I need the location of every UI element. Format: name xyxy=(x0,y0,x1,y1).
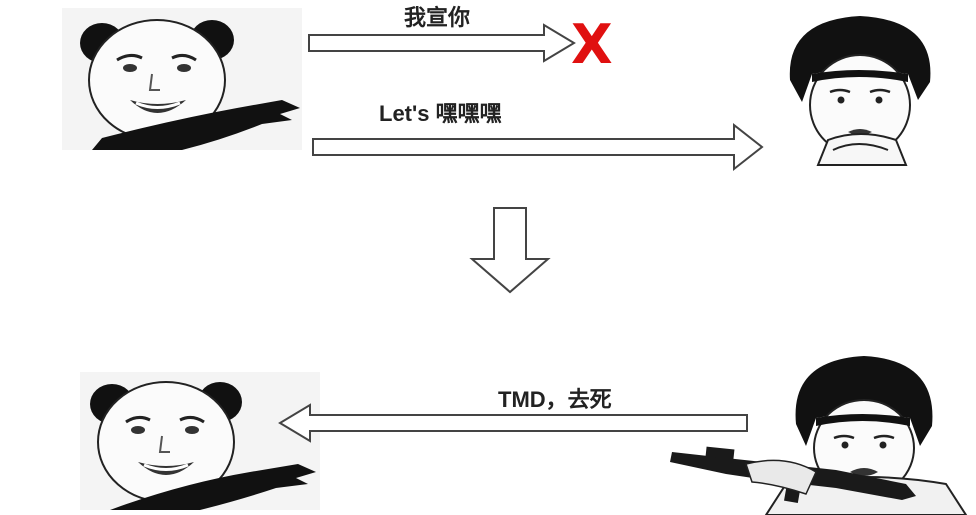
panda-meme-top-icon xyxy=(62,8,302,150)
bowl-cut-rifle-meme-icon xyxy=(670,356,968,515)
middle-arrow-label: Let's 嘿嘿嘿 xyxy=(379,101,502,126)
arrow-left-icon xyxy=(278,403,748,443)
bottom-arrow-label: TMD，去死 xyxy=(498,387,612,412)
arrow-down-icon xyxy=(469,207,551,294)
arrow-right-icon xyxy=(312,122,764,172)
reject-x-mark: X xyxy=(571,13,613,76)
panda-meme-bottom-icon xyxy=(80,372,320,510)
arrow-right-icon xyxy=(308,23,576,63)
top-arrow-label: 我宣你 xyxy=(404,5,471,30)
bowl-cut-meme-top-icon xyxy=(789,16,931,166)
